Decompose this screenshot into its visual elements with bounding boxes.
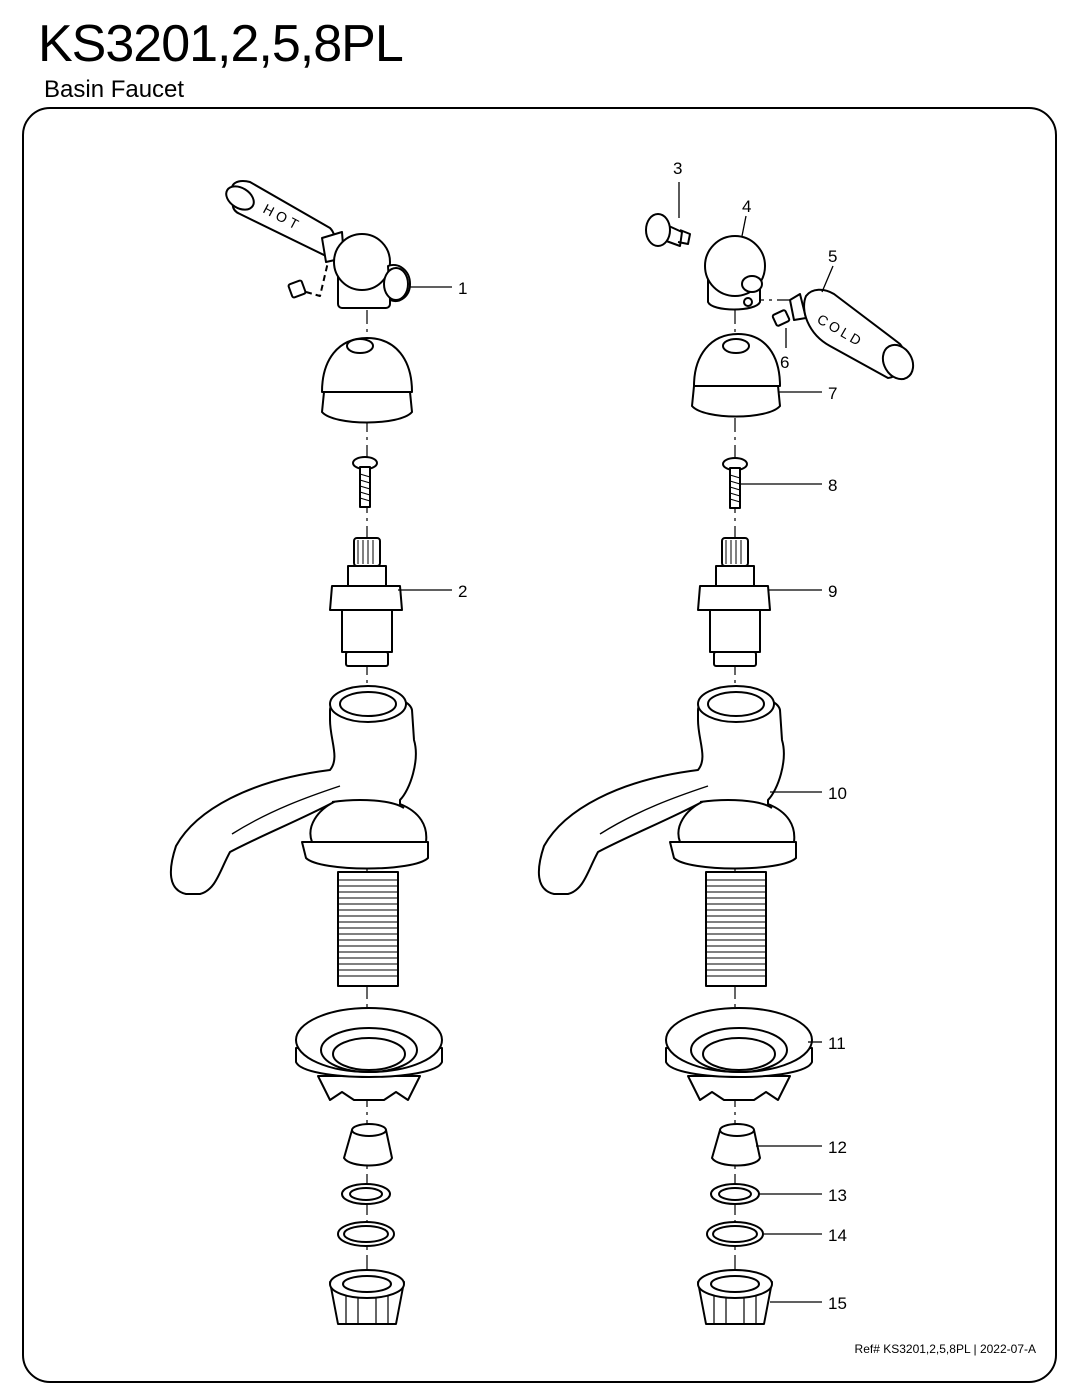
callout-6: 6 xyxy=(780,353,789,372)
part-1-handle-hub xyxy=(333,233,411,309)
callout-13: 13 xyxy=(828,1186,847,1205)
product-subtitle: Basin Faucet xyxy=(44,76,185,103)
callout-5: 5 xyxy=(828,247,837,266)
diagram-frame xyxy=(22,107,1057,1383)
part-3-index-cap xyxy=(645,213,691,247)
callout-8: 8 xyxy=(828,476,837,495)
callout-4: 4 xyxy=(742,197,751,216)
part-9-cartridge xyxy=(697,537,771,667)
product-title: KS3201,2,5,8PL xyxy=(38,15,404,73)
left-flat-washer xyxy=(341,1183,391,1205)
callout-1: 1 xyxy=(458,279,467,298)
callout-12: 12 xyxy=(828,1138,847,1157)
left-screw xyxy=(352,456,378,508)
left-mounting-nut xyxy=(295,1007,443,1101)
callout-numbers: 1 2 3 4 5 6 7 8 9 10 11 12 13 14 15 xyxy=(458,159,847,1313)
hot-lever-handle: HOT xyxy=(225,180,345,263)
callout-14: 14 xyxy=(828,1226,847,1245)
left-rubber-washer xyxy=(337,1221,395,1247)
reference-code: Ref# KS3201,2,5,8PL | 2022-07-A xyxy=(854,1342,1036,1356)
leader-lines xyxy=(398,182,834,1303)
part-11-mounting-nut xyxy=(665,1007,813,1101)
left-coupling-nut xyxy=(329,1269,405,1325)
left-escutcheon-cap xyxy=(321,337,413,424)
part-13-flat-washer xyxy=(710,1183,760,1205)
part-8-screw xyxy=(722,457,748,509)
left-spout-body xyxy=(169,685,429,987)
part-6-set-screw xyxy=(771,309,791,327)
part-12-cone-washer xyxy=(711,1123,761,1167)
left-cone-washer xyxy=(343,1123,393,1167)
callout-2: 2 xyxy=(458,582,467,601)
callout-9: 9 xyxy=(828,582,837,601)
hot-set-screw xyxy=(287,261,329,299)
callout-7: 7 xyxy=(828,384,837,403)
callout-10: 10 xyxy=(828,784,847,803)
part-7-escutcheon-cap xyxy=(691,333,781,418)
part-2-cartridge xyxy=(329,537,403,667)
part-4-handle-hub xyxy=(704,235,766,311)
callout-11: 11 xyxy=(828,1034,846,1053)
cold-lever-handle: COLD xyxy=(789,288,915,381)
callout-3: 3 xyxy=(673,159,682,178)
part-14-rubber-washer xyxy=(706,1221,764,1247)
part-15-coupling-nut xyxy=(697,1269,773,1325)
callout-15: 15 xyxy=(828,1294,847,1313)
part-10-spout-body xyxy=(537,685,797,987)
